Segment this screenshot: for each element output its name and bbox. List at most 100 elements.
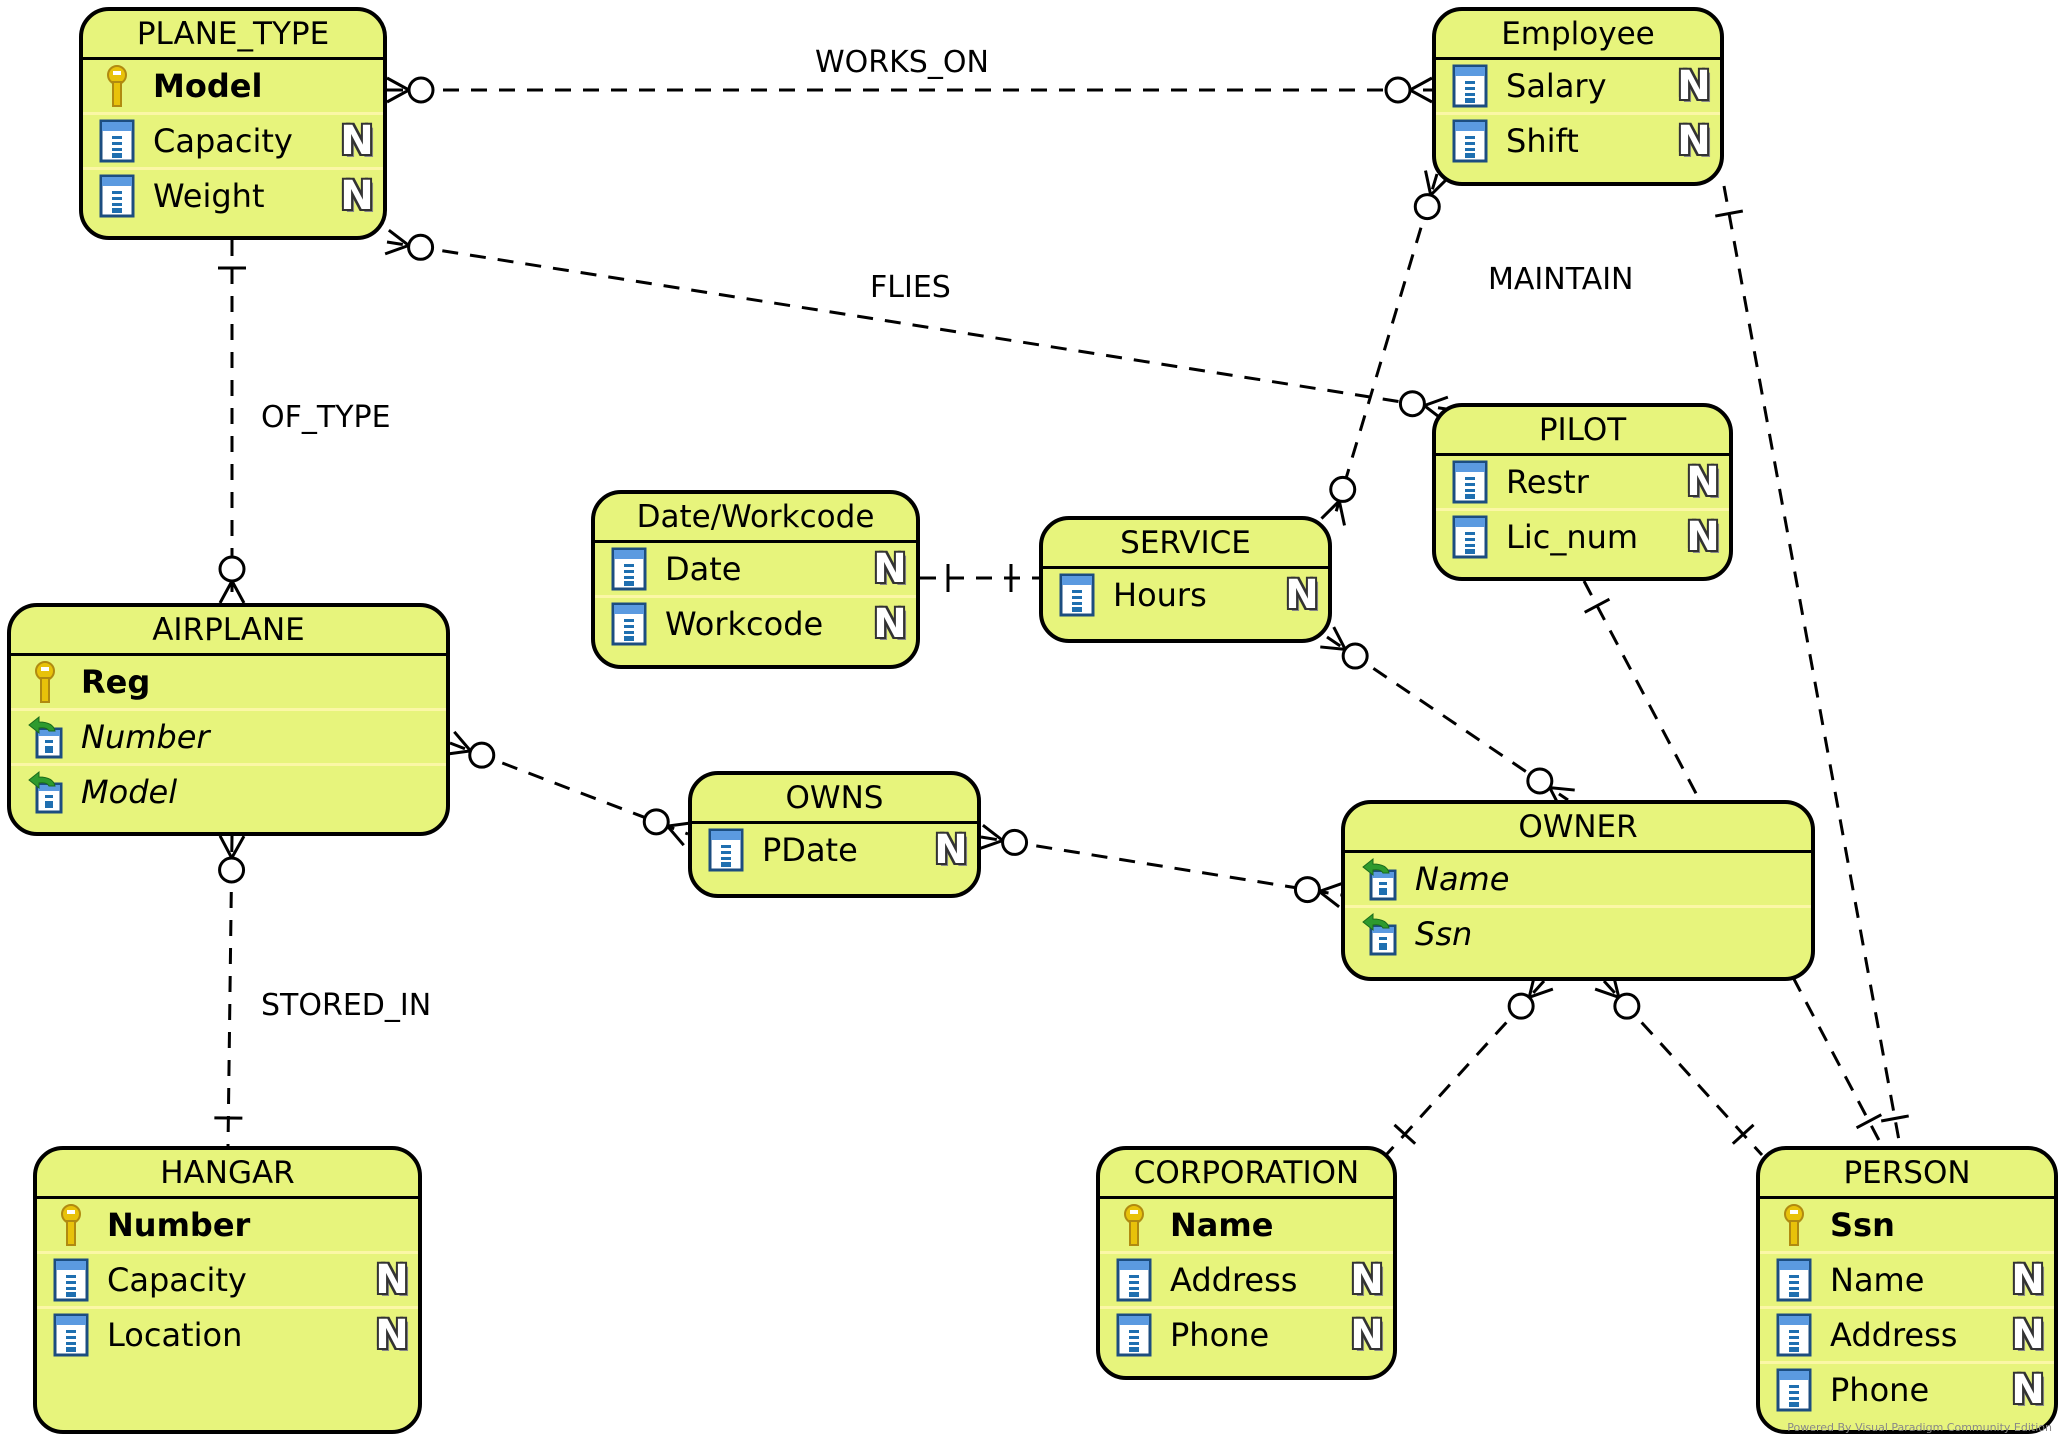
attribute-name: Model	[81, 773, 178, 811]
attribute-name: Address	[1830, 1316, 1958, 1354]
zero-circle-icon	[1341, 642, 1369, 670]
relationship-line	[386, 240, 1447, 411]
one-bar-icon	[1731, 1123, 1755, 1145]
column-icon	[1059, 573, 1095, 617]
attribute-row[interactable]: Model	[11, 766, 446, 818]
nullable-icon: N	[1350, 1257, 1384, 1303]
zero-circle-icon	[407, 76, 435, 104]
attribute-name: Name	[1830, 1261, 1925, 1299]
attribute-name: Salary	[1506, 67, 1607, 105]
one-bar-icon	[1715, 209, 1744, 218]
foreign-key-icon	[1361, 912, 1397, 956]
nullable-icon: N	[1285, 572, 1319, 618]
column-icon	[611, 547, 647, 591]
relationship-maintain[interactable]	[1320, 170, 1450, 526]
attribute-row[interactable]: Hours N	[1043, 569, 1328, 621]
relationship-of_type[interactable]	[218, 240, 246, 604]
one-bar-icon	[1880, 1114, 1909, 1123]
zero-circle-icon	[1001, 828, 1029, 856]
attribute-row[interactable]: Ssn	[1760, 1199, 2054, 1254]
attribute-row[interactable]: Reg	[11, 656, 446, 711]
nullable-icon: N	[1686, 459, 1720, 505]
relationship-stored_in[interactable]	[214, 835, 246, 1147]
attribute-name: Number	[107, 1206, 251, 1244]
relationship-employee_person[interactable]	[1715, 185, 1909, 1147]
entity-title: Employee	[1436, 11, 1720, 60]
relationship-airplane_owns[interactable]	[445, 730, 693, 847]
entity-title: CORPORATION	[1100, 1150, 1393, 1199]
nullable-icon: N	[2011, 1367, 2045, 1413]
entity-service[interactable]: SERVICE Hours N	[1039, 516, 1332, 643]
nullable-icon: N	[375, 1312, 409, 1358]
zero-circle-icon	[407, 233, 435, 261]
column-icon	[1116, 1313, 1152, 1357]
relationship-works_on[interactable]	[386, 76, 1433, 104]
nullable-icon: N	[340, 173, 374, 219]
nullable-icon: N	[375, 1257, 409, 1303]
relationship-line	[1331, 173, 1439, 523]
attribute-name: Capacity	[107, 1261, 247, 1299]
relationship-dw_service[interactable]	[920, 564, 1039, 592]
relationship-owns_owner[interactable]	[978, 823, 1344, 909]
relationship-owner_corp[interactable]	[1384, 972, 1554, 1157]
relationship-flies[interactable]	[384, 228, 1449, 423]
primary-key-icon	[99, 64, 135, 108]
attribute-name: Hours	[1113, 576, 1207, 614]
zero-circle-icon	[218, 856, 246, 884]
attribute-row[interactable]: Ssn	[1345, 908, 1811, 960]
attribute-row[interactable]: Number	[11, 711, 446, 766]
attribute-row[interactable]: Name	[1100, 1199, 1393, 1254]
relationship-line	[1326, 635, 1569, 802]
relationship-owner_person[interactable]	[1594, 972, 1764, 1157]
attribute-row[interactable]: Address N	[1760, 1309, 2054, 1364]
attribute-name: Lic_num	[1506, 518, 1639, 556]
nullable-icon: N	[934, 827, 968, 873]
entity-title: Date/Workcode	[595, 494, 916, 543]
attribute-row[interactable]: Capacity N	[37, 1254, 418, 1309]
attribute-row[interactable]: Number	[37, 1199, 418, 1254]
watermark: Powered By Visual Paradigm Community Edi…	[1787, 1421, 2052, 1434]
relationship-service_owner[interactable]	[1320, 626, 1575, 811]
foreign-key-icon	[27, 715, 63, 759]
nullable-icon: N	[873, 546, 907, 592]
zero-circle-icon	[1398, 390, 1426, 418]
attribute-row[interactable]: Model	[83, 60, 383, 115]
crows-foot-icon	[1316, 881, 1344, 909]
attribute-row[interactable]: Name	[1345, 853, 1811, 908]
zero-circle-icon	[468, 741, 496, 769]
nullable-icon: N	[873, 601, 907, 647]
primary-key-icon	[53, 1203, 89, 1247]
attribute-name: Name	[1170, 1206, 1274, 1244]
primary-key-icon	[27, 660, 63, 704]
nullable-icon: N	[2011, 1312, 2045, 1358]
entity-title: SERVICE	[1043, 520, 1328, 569]
nullable-icon: N	[1677, 118, 1711, 164]
foreign-key-icon	[27, 770, 63, 814]
column-icon	[1776, 1368, 1812, 1412]
